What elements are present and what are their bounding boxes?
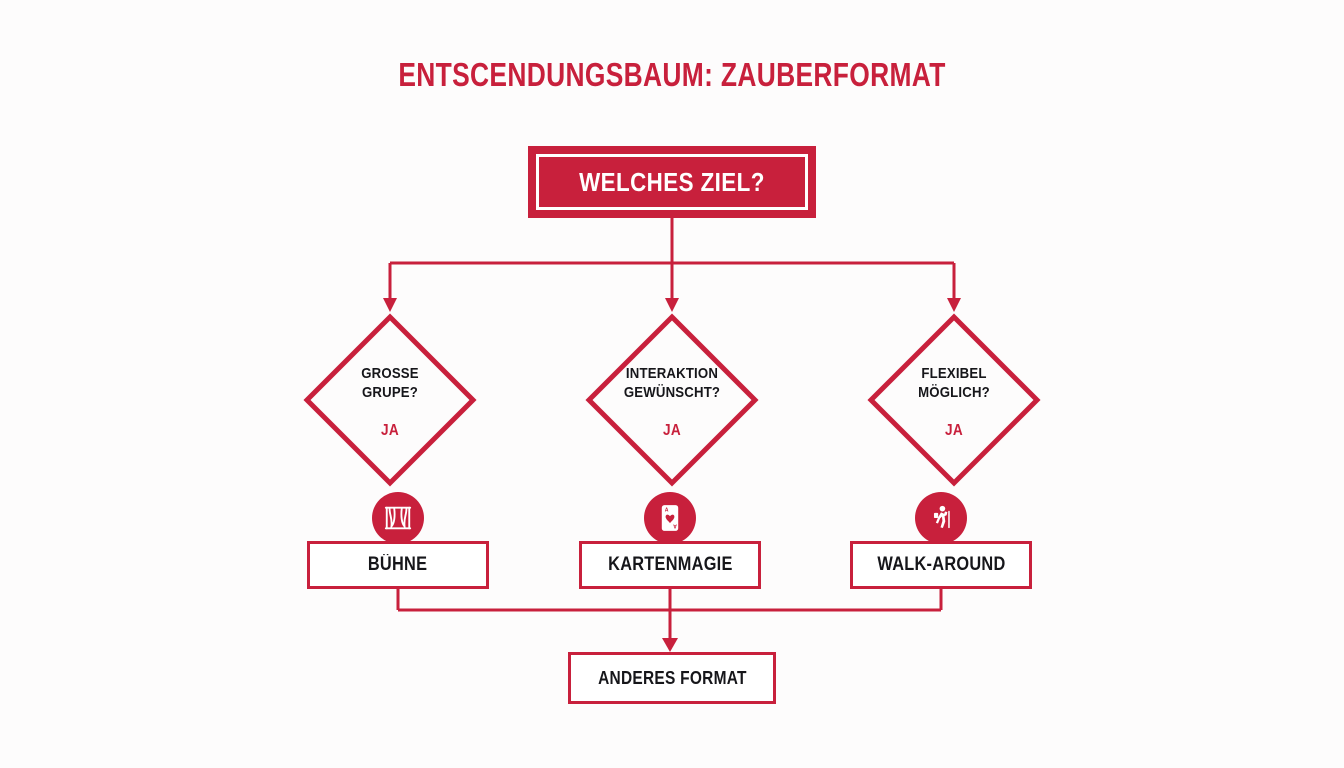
decision-label-2-line2: GEWÜNSCHT? [623, 384, 721, 401]
diamond-shape-3 [867, 313, 1041, 487]
decision-label-3-line1: FLEXIBEL [921, 365, 987, 382]
result-box-buhne-inner: BÜHNE [313, 547, 483, 583]
decision-flexibel[interactable]: FLEXIBEL MÖGLICH? JA [866, 312, 1042, 488]
result-box-anderes-format[interactable]: ANDERES FORMAT [568, 652, 776, 704]
playing-card-icon: A A [644, 492, 696, 544]
result-box-kartenmagie-inner: KARTENMAGIE [585, 547, 755, 583]
svg-text:A: A [673, 523, 677, 529]
result-label-walk-around: WALK-AROUND [876, 554, 1006, 575]
result-box-walk-around-inner: WALK-AROUND [856, 547, 1026, 583]
decision-label-1: GROSSE GRUPE? [313, 364, 468, 402]
playing-card-glyph: A A [661, 505, 679, 531]
decision-interaktion[interactable]: INTERAKTION GEWÜNSCHT? JA [584, 312, 760, 488]
result-box-buhne[interactable]: BÜHNE [307, 541, 489, 589]
stage-curtain-icon [372, 492, 424, 544]
arrowhead-right [947, 298, 961, 312]
result-label-kartenmagie: KARTENMAGIE [607, 554, 733, 575]
stage-curtain-glyph [384, 506, 412, 530]
root-question-inner: WELCHES ZIEL? [536, 154, 808, 210]
result-box-walk-around[interactable]: WALK-AROUND [850, 541, 1032, 589]
result-box-kartenmagie[interactable]: KARTENMAGIE [579, 541, 761, 589]
decision-label-3-line2: MÖGLICH? [918, 384, 990, 401]
page-title: ENTSCENDUNGSBAUM: ZAUBERFORMAT [398, 56, 946, 93]
arrowhead-fallback [662, 638, 678, 652]
walking-person-icon [915, 492, 967, 544]
result-box-anderes-format-inner: ANDERES FORMAT [574, 658, 770, 698]
diamond-shape-1 [303, 313, 477, 487]
decision-grosse-gruppe[interactable]: GROSSE GRUPE? JA [302, 312, 478, 488]
decision-yes-3: JA [944, 422, 964, 439]
decision-label-2-line1: INTERAKTION [625, 365, 719, 382]
result-label-buhne: BÜHNE [368, 554, 428, 575]
decision-yes-2: JA [662, 422, 682, 439]
decision-label-2: INTERAKTION GEWÜNSCHT? [595, 364, 750, 402]
walking-person-glyph [933, 505, 950, 529]
decision-label-1-line1: GROSSE [361, 365, 419, 382]
arrowhead-center [665, 298, 679, 312]
decision-label-3: FLEXIBEL MÖGLICH? [877, 364, 1032, 402]
svg-text:A: A [665, 507, 669, 513]
root-question-label: WELCHES ZIEL? [579, 166, 765, 197]
decision-label-1-line2: GRUPE? [361, 384, 419, 401]
diamond-shape-2 [585, 313, 759, 487]
arrowhead-left [383, 298, 397, 312]
decision-yes-1: JA [380, 422, 400, 439]
root-question-box[interactable]: WELCHES ZIEL? [528, 146, 816, 218]
result-label-anderes-format: ANDERES FORMAT [597, 667, 747, 688]
